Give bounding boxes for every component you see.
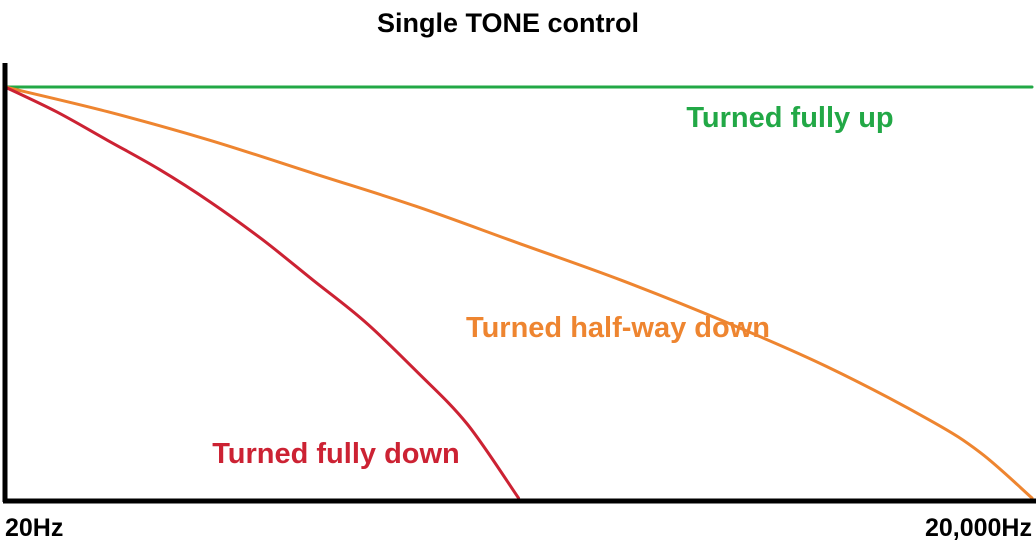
x-tick-label-end: 20,000Hz <box>925 514 1032 542</box>
chart-title: Single TONE control <box>377 8 639 38</box>
series-label-fully-up: Turned fully up <box>686 102 893 134</box>
series-line-half-way-down <box>3 85 1034 500</box>
x-tick-label-start: 20Hz <box>5 514 63 542</box>
series-line-fully-down <box>3 85 520 500</box>
series-label-half-way-down: Turned half-way down <box>466 312 770 344</box>
series-layer <box>3 85 1034 500</box>
series-label-fully-down: Turned fully down <box>212 438 460 470</box>
